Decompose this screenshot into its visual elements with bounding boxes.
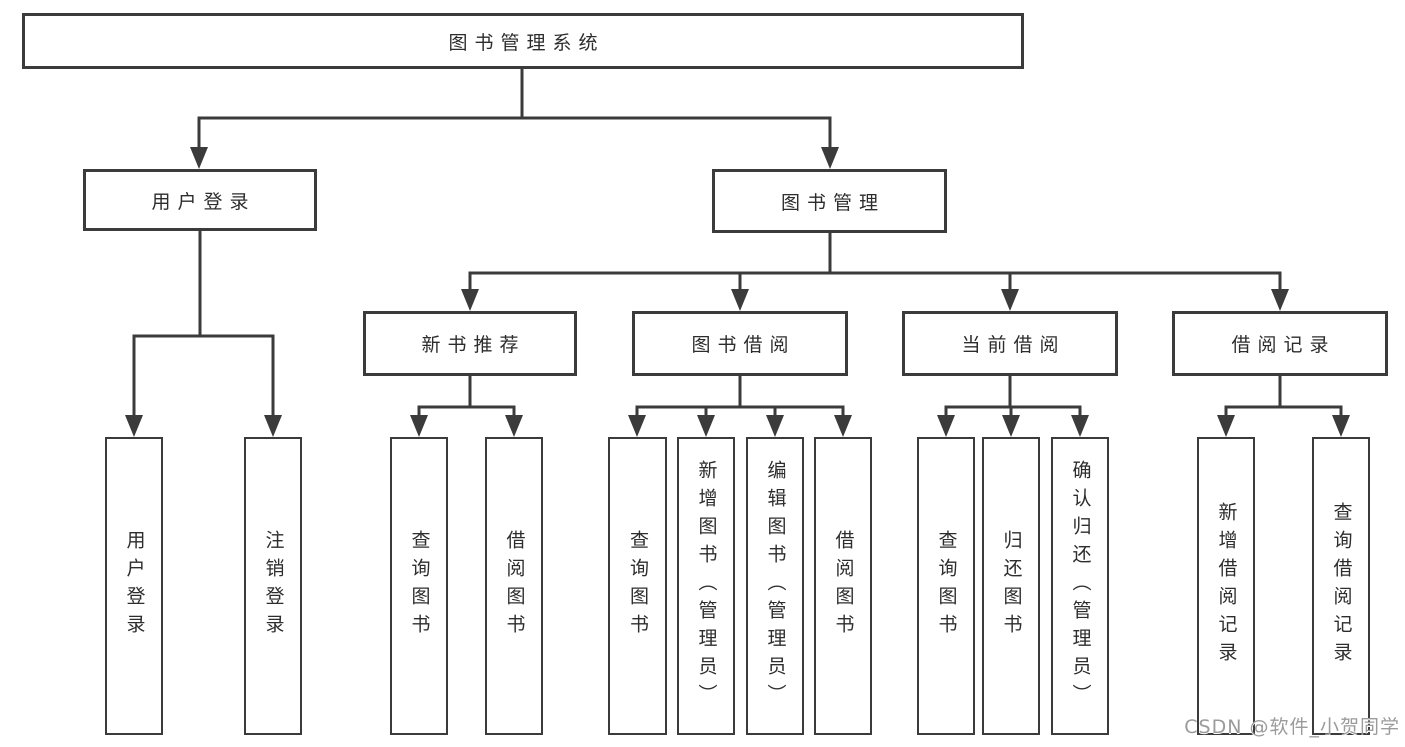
node-root: 图书管理系统 <box>22 13 1024 69</box>
leaf-user-login: 用户登录 <box>105 437 163 735</box>
leaf-confirm-return-admin-label: 确认归还（管理员） <box>1069 460 1092 712</box>
leaf-query-book-borrow: 查询图书 <box>608 437 667 735</box>
node-book-management-label: 图书管理 <box>780 191 885 214</box>
leaf-user-login-label: 用户登录 <box>123 530 146 642</box>
node-book-management: 图书管理 <box>712 169 947 233</box>
arrow-heads <box>125 147 1350 437</box>
node-root-label: 图书管理系统 <box>448 31 605 54</box>
node-borrow-record-label: 借阅记录 <box>1231 334 1336 356</box>
leaf-query-book-borrow-label: 查询图书 <box>627 530 649 642</box>
node-new-book-recommend-label: 新书推荐 <box>421 334 526 356</box>
leaf-add-borrow-record: 新增借阅记录 <box>1197 437 1255 735</box>
leaf-return-book: 归还图书 <box>982 437 1040 735</box>
leaf-query-borrow-record: 查询借阅记录 <box>1312 437 1370 735</box>
node-user-login-label: 用户登录 <box>151 190 256 213</box>
node-book-borrow: 图书借阅 <box>632 311 848 376</box>
leaf-confirm-return-admin: 确认归还（管理员） <box>1051 437 1109 735</box>
leaf-query-book-recommend: 查询图书 <box>390 437 448 735</box>
node-borrow-record: 借阅记录 <box>1172 311 1388 376</box>
leaf-add-book-admin-label: 新增图书（管理员） <box>695 460 718 712</box>
leaf-borrow-book-recommend: 借阅图书 <box>485 437 543 735</box>
leaf-borrow-book: 借阅图书 <box>814 437 872 735</box>
leaf-borrow-book-label: 借阅图书 <box>832 530 855 642</box>
node-new-book-recommend: 新书推荐 <box>363 311 577 376</box>
leaf-query-borrow-record-label: 查询借阅记录 <box>1330 502 1353 670</box>
node-user-login: 用户登录 <box>83 169 317 231</box>
node-current-borrow: 当前借阅 <box>902 311 1118 376</box>
leaf-query-book-current: 查询图书 <box>917 437 975 735</box>
leaf-query-book-current-label: 查询图书 <box>935 530 958 642</box>
leaf-edit-book-admin: 编辑图书（管理员） <box>746 437 804 735</box>
leaf-logout: 注销登录 <box>244 437 302 735</box>
leaf-borrow-book-recommend-label: 借阅图书 <box>503 530 526 642</box>
node-book-borrow-label: 图书借阅 <box>691 334 796 356</box>
tree-edges <box>132 66 1343 420</box>
leaf-add-borrow-record-label: 新增借阅记录 <box>1215 502 1238 670</box>
watermark: CSDN @软件_小贺同学 <box>1184 716 1400 738</box>
node-current-borrow-label: 当前借阅 <box>961 334 1066 356</box>
leaf-edit-book-admin-label: 编辑图书（管理员） <box>764 460 787 712</box>
leaf-query-book-recommend-label: 查询图书 <box>408 530 431 642</box>
leaf-return-book-label: 归还图书 <box>1000 530 1023 642</box>
leaf-logout-label: 注销登录 <box>262 530 285 642</box>
leaf-add-book-admin: 新增图书（管理员） <box>677 437 735 735</box>
